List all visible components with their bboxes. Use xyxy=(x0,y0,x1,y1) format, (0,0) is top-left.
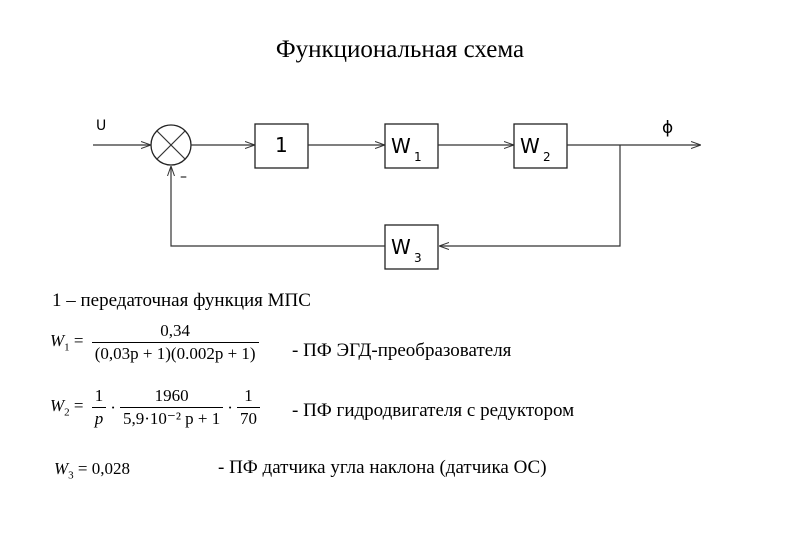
block-1: 1 xyxy=(254,123,309,169)
summing-junction xyxy=(150,124,192,166)
svg-text:W: W xyxy=(520,134,540,158)
block-w3: W 3 xyxy=(384,224,439,270)
svg-text:2: 2 xyxy=(543,150,551,164)
input-label: U xyxy=(96,118,106,134)
svg-text:1: 1 xyxy=(414,150,422,164)
feedback-down-wire xyxy=(440,145,621,246)
w1-formula: W1 = 0,34 (0,03p + 1)(0.002p + 1) xyxy=(50,320,259,365)
w3-formula: W3 = 0,028 xyxy=(54,459,131,482)
w1-description: - ПФ ЭГД-преобразователя xyxy=(292,340,512,361)
block-1-description: 1 – передаточная функция МПС xyxy=(52,290,311,311)
block-w2: W 2 xyxy=(513,123,568,169)
w1-numerator: 0,34 xyxy=(160,321,191,340)
svg-text:3: 3 xyxy=(414,251,422,265)
w1-denominator: (0,03p + 1)(0.002p + 1) xyxy=(91,342,259,365)
w3-description: - ПФ датчика угла наклона (датчика ОС) xyxy=(218,457,547,478)
w2-description: - ПФ гидродвигателя с редуктором xyxy=(292,400,575,421)
block-w1: W 1 xyxy=(384,123,439,169)
svg-text:W: W xyxy=(391,235,411,259)
svg-text:1: 1 xyxy=(275,133,288,157)
feedback-sign: – xyxy=(180,169,187,185)
w2-formula: W2 = 1 p · 1960 5,9·10⁻² p + 1 · 1 70 xyxy=(50,385,260,430)
svg-text:W: W xyxy=(391,134,411,158)
feedback-return-wire xyxy=(171,167,385,247)
output-label: ϕ xyxy=(662,118,673,138)
page-title: Функциональная схема xyxy=(275,36,525,63)
